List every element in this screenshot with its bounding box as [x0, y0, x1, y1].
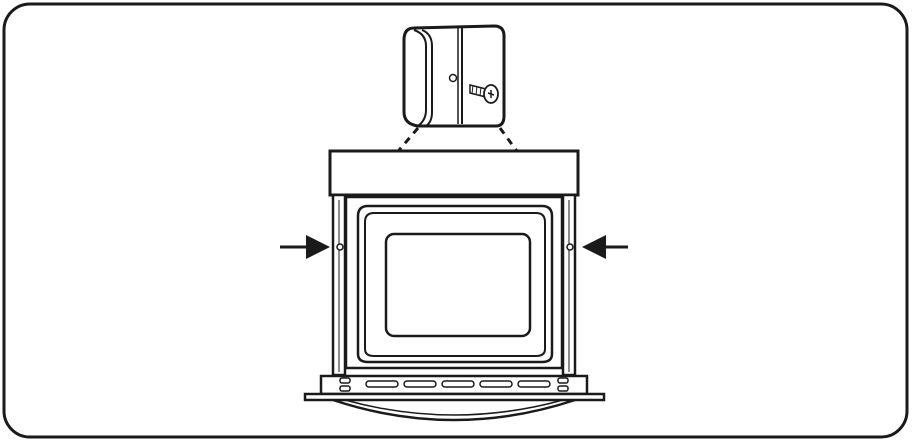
mounting-screw-hole-right [566, 243, 574, 251]
oven-body [344, 195, 564, 370]
trim-screw-hole [448, 73, 458, 83]
oven-window [384, 232, 532, 338]
oven-control-panel [328, 149, 580, 197]
side-trim-detail-callout [402, 24, 506, 128]
oven-bottom-rail [303, 374, 606, 422]
arrow-right-icon [280, 235, 330, 259]
mounting-screw-hole-left [336, 243, 344, 251]
arrow-left-icon [582, 235, 628, 259]
screw-icon [469, 84, 499, 104]
